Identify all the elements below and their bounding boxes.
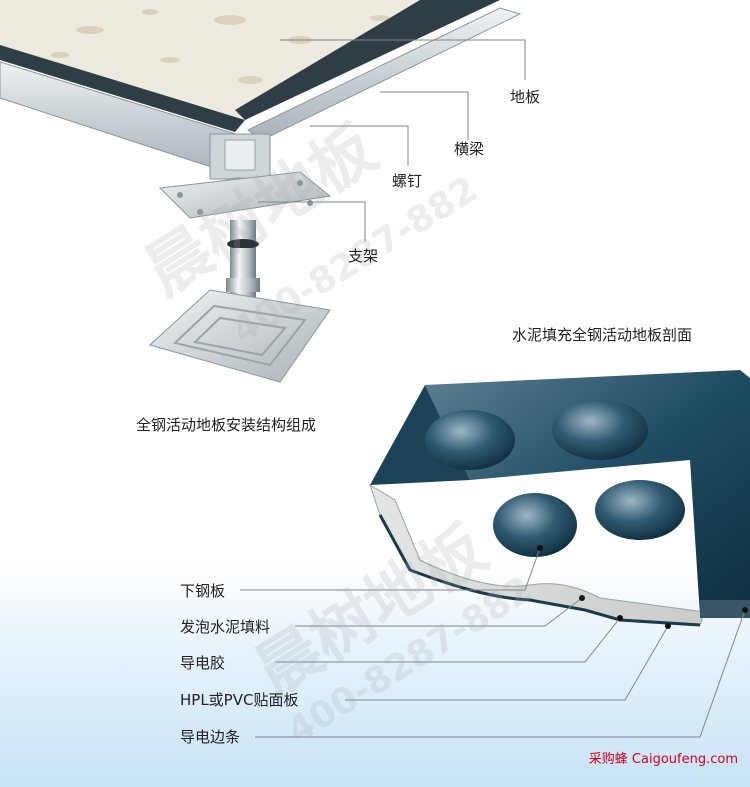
label-lower-steel: 下钢板 — [180, 582, 226, 600]
site-credit: 采购蜂 Caigoufeng.com — [588, 752, 738, 767]
label-beam: 横梁 — [454, 140, 485, 158]
pedestal-base-illustration — [149, 289, 331, 383]
label-foam-cement: 发泡水泥填料 — [180, 618, 271, 636]
section-leader-dots — [537, 545, 748, 629]
assembly-caption: 全钢活动地板安装结构组成 — [136, 416, 317, 434]
label-hpl-pvc: HPL或PVC贴面板 — [180, 691, 299, 709]
label-edge-strip: 导电边条 — [180, 728, 241, 746]
section-title: 水泥填充全钢活动地板剖面 — [512, 326, 693, 344]
assembly-leader-lines — [258, 39, 526, 242]
label-conductive-glue: 导电胶 — [180, 654, 226, 672]
section-illustration — [369, 370, 750, 627]
section-leader-lines — [240, 547, 746, 738]
label-floor: 地板 — [510, 88, 541, 106]
floor-panel-illustration — [0, 0, 500, 132]
background-gradient — [0, 560, 750, 787]
label-screw: 螺钉 — [392, 172, 423, 190]
label-bracket: 支架 — [348, 247, 379, 265]
beam-illustration — [0, 7, 522, 180]
